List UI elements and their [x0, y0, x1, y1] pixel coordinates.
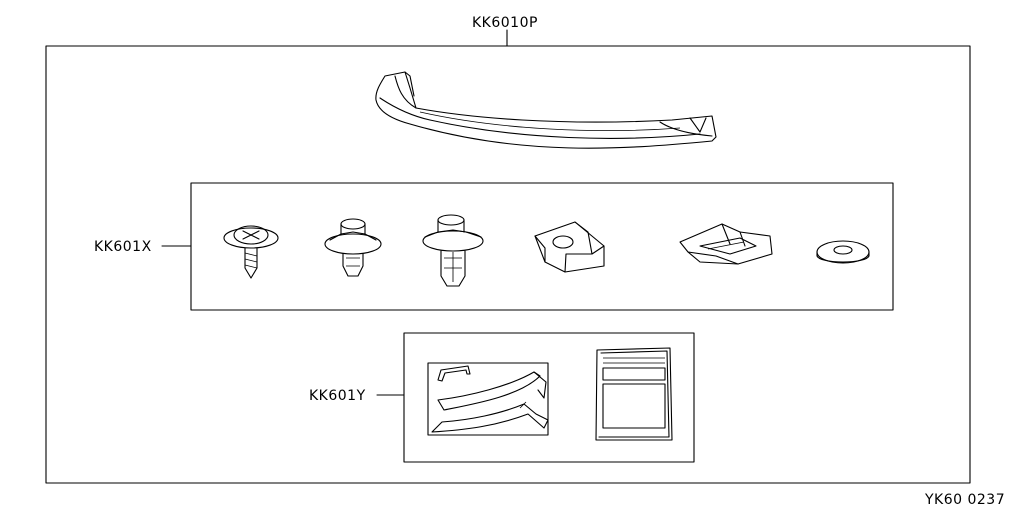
kk601y-frame	[403, 332, 695, 463]
reference-code: YK60 0237	[925, 492, 1006, 508]
template-sheet-part	[427, 362, 549, 436]
screw-with-washer-part	[223, 225, 279, 279]
bracket-clip-part	[679, 223, 773, 265]
kk601x-frame	[190, 182, 894, 311]
washer-part	[816, 240, 870, 264]
kit-label: KK6010P	[472, 15, 538, 31]
instruction-sheet-part	[595, 347, 673, 441]
bumper-spoiler-part	[375, 71, 717, 149]
push-clip-part	[324, 218, 382, 277]
kit-frame	[45, 45, 971, 484]
parts-x-label: KK601X	[94, 239, 152, 255]
parts-y-label: KK601Y	[309, 388, 366, 404]
spring-nut-part	[534, 221, 605, 273]
push-clip-long-part	[422, 214, 484, 287]
